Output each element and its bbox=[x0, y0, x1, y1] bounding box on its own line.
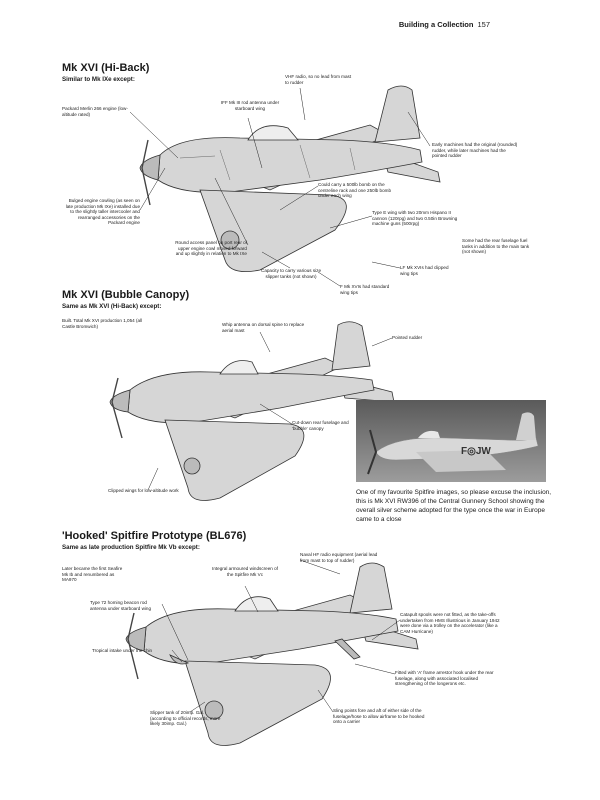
note-naval-hf-radio: Naval HF radio equipment (aerial lead fr… bbox=[300, 552, 378, 563]
note-sling-points: Sling points fore and aft of either side… bbox=[333, 708, 425, 725]
spitfire-mk16-hiback-illustration bbox=[139, 85, 441, 273]
section-title-hooked-prototype: 'Hooked' Spitfire Prototype (BL676) bbox=[62, 530, 247, 542]
section-title-hi-back: Mk XVI (Hi-Back) bbox=[62, 62, 150, 74]
note-slipper-tank: Slipper tank of 20imp. Gal. (according t… bbox=[150, 710, 221, 727]
note-cut-down-fuselage: Cut-down rear fuselage and 'bubble' cano… bbox=[292, 420, 349, 431]
note-homing-beacon: Type 72 homing beacon rod antenna under … bbox=[90, 600, 152, 611]
note-catapult-spools: Catapult spools were not fitted, as the … bbox=[400, 612, 500, 634]
photo-caption: One of my favourite Spitfire images, so … bbox=[356, 489, 552, 523]
rw396-photograph: F◎JW bbox=[356, 400, 546, 482]
rw396-photo-graphic: F◎JW bbox=[356, 400, 546, 482]
note-pointed-rudder: Pointed rudder bbox=[392, 335, 423, 340]
note-whip-antenna: Whip antenna on dorsal spine to replace … bbox=[222, 322, 305, 333]
note-bomb-racks: Could carry a 500lb bomb on the centreli… bbox=[318, 182, 392, 199]
note-arrestor-hook: Fitted with 'A' frame arrestor hook unde… bbox=[395, 670, 494, 687]
note-fuel-tanks: Some had the rear fuselage fuel tanks in… bbox=[462, 238, 530, 255]
note-lf-wingtips: LF Mk XVIs had clipped wing tips bbox=[400, 265, 449, 276]
page-number: 157 bbox=[477, 20, 490, 29]
note-packard-engine: Packard Merlin 266 engine (low-altitude … bbox=[62, 106, 128, 117]
section-subtitle-hooked-prototype: Same as late production Spitfire Mk Vb e… bbox=[62, 544, 200, 551]
running-header-title: Building a Collection bbox=[398, 20, 474, 29]
photo-aircraft-code: F◎JW bbox=[461, 446, 491, 457]
section-subtitle-bubble-canopy: Same as Mk XVI (Hi-Back) except: bbox=[62, 303, 162, 310]
section-title-bubble-canopy: Mk XVI (Bubble Canopy) bbox=[62, 289, 190, 301]
note-type-e-wing: Type E wing with two 20mm Hispano II can… bbox=[372, 210, 458, 227]
note-production-total: Built. Total Mk XVI production 1,054 (al… bbox=[62, 318, 143, 329]
note-armoured-windscreen: Integral armoured windscreen of the Spit… bbox=[212, 566, 278, 577]
section-subtitle-hi-back: Similar to Mk IXe except: bbox=[62, 76, 135, 83]
note-tropical-intake: Tropical intake under the chin bbox=[92, 648, 153, 653]
note-slipper-capacity: Capacity to carry various size slipper t… bbox=[261, 268, 321, 279]
note-access-panel: Round access panel on port rear of upper… bbox=[175, 240, 247, 257]
note-iff-antenna: IFF Mk III rod antenna under starboard w… bbox=[220, 100, 280, 111]
note-bulged-cowling: Bulged engine cowling (as seen on late p… bbox=[65, 198, 140, 226]
note-seafire-renumber: Later became the first Seafire Mk Ib and… bbox=[62, 566, 123, 583]
spitfire-mk16-bubble-illustration bbox=[109, 321, 395, 501]
note-vhf-radio: VHF radio, so no lead from mast to rudde… bbox=[285, 74, 352, 85]
note-clipped-wings: Clipped wings for low-altitude work bbox=[108, 488, 179, 493]
note-rudder: Early machines had the original (rounded… bbox=[432, 142, 518, 159]
note-f-wingtips: F Mk XVIs had standard wing tips bbox=[340, 284, 390, 295]
